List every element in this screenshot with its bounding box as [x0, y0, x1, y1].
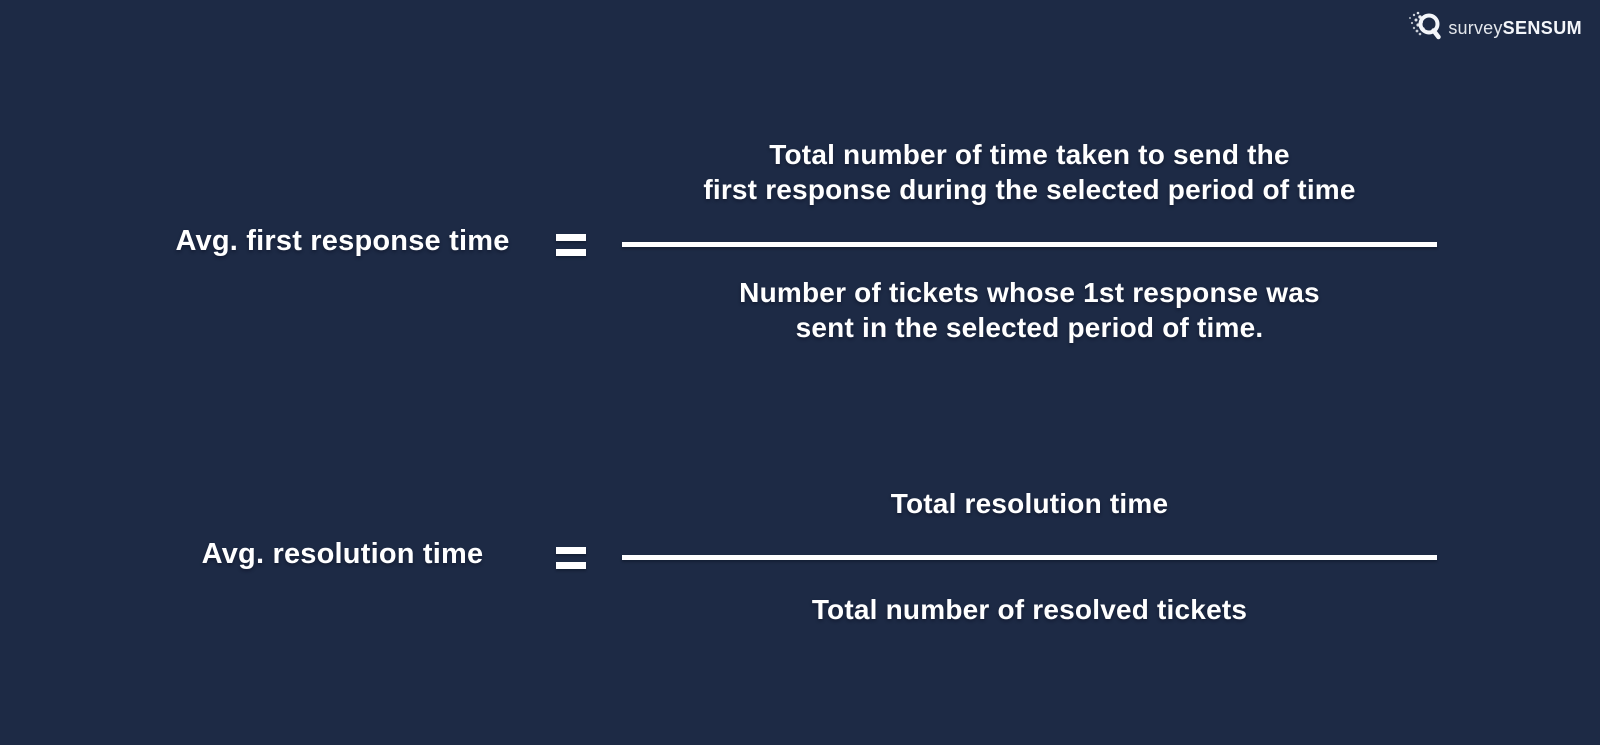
- formula2-numerator-line1: Total resolution time: [890, 488, 1169, 519]
- formula2-equals-icon: =: [556, 547, 586, 571]
- formula1-equals-icon: =: [556, 234, 586, 258]
- formula1-denominator-line2: sent in the selected period of time.: [795, 312, 1264, 343]
- equals-bar-bottom: [556, 562, 586, 569]
- formula1-denominator: Number of tickets whose 1st response was…: [622, 275, 1437, 345]
- formula1-denominator-line1: Number of tickets whose 1st response was: [739, 277, 1320, 308]
- magnifier-q-icon: [1407, 9, 1443, 47]
- formula2-numerator: Total resolution time: [622, 486, 1437, 521]
- formula1-numerator-line2: first response during the selected perio…: [703, 174, 1356, 205]
- brand-name-bold: SENSUM: [1502, 17, 1582, 38]
- formula1-numerator: Total number of time taken to send the f…: [622, 137, 1437, 207]
- brand-name-light: survey: [1448, 17, 1503, 38]
- formula1-fraction-bar: [622, 242, 1437, 247]
- brand-logo: surveySENSUM: [1407, 8, 1582, 48]
- equals-bar-top: [556, 234, 586, 241]
- brand-name: surveySENSUM: [1448, 18, 1582, 39]
- formula2-denominator: Total number of resolved tickets: [622, 592, 1437, 627]
- equals-bar-top: [556, 547, 586, 554]
- equals-bar-bottom: [556, 249, 586, 256]
- formula2-label: Avg. resolution time: [201, 538, 484, 570]
- formula1-label: Avg. first response time: [175, 225, 510, 257]
- formula2-fraction-bar: [622, 555, 1437, 560]
- formula2-denominator-line1: Total number of resolved tickets: [811, 594, 1248, 625]
- formula1-numerator-line1: Total number of time taken to send the: [769, 139, 1290, 170]
